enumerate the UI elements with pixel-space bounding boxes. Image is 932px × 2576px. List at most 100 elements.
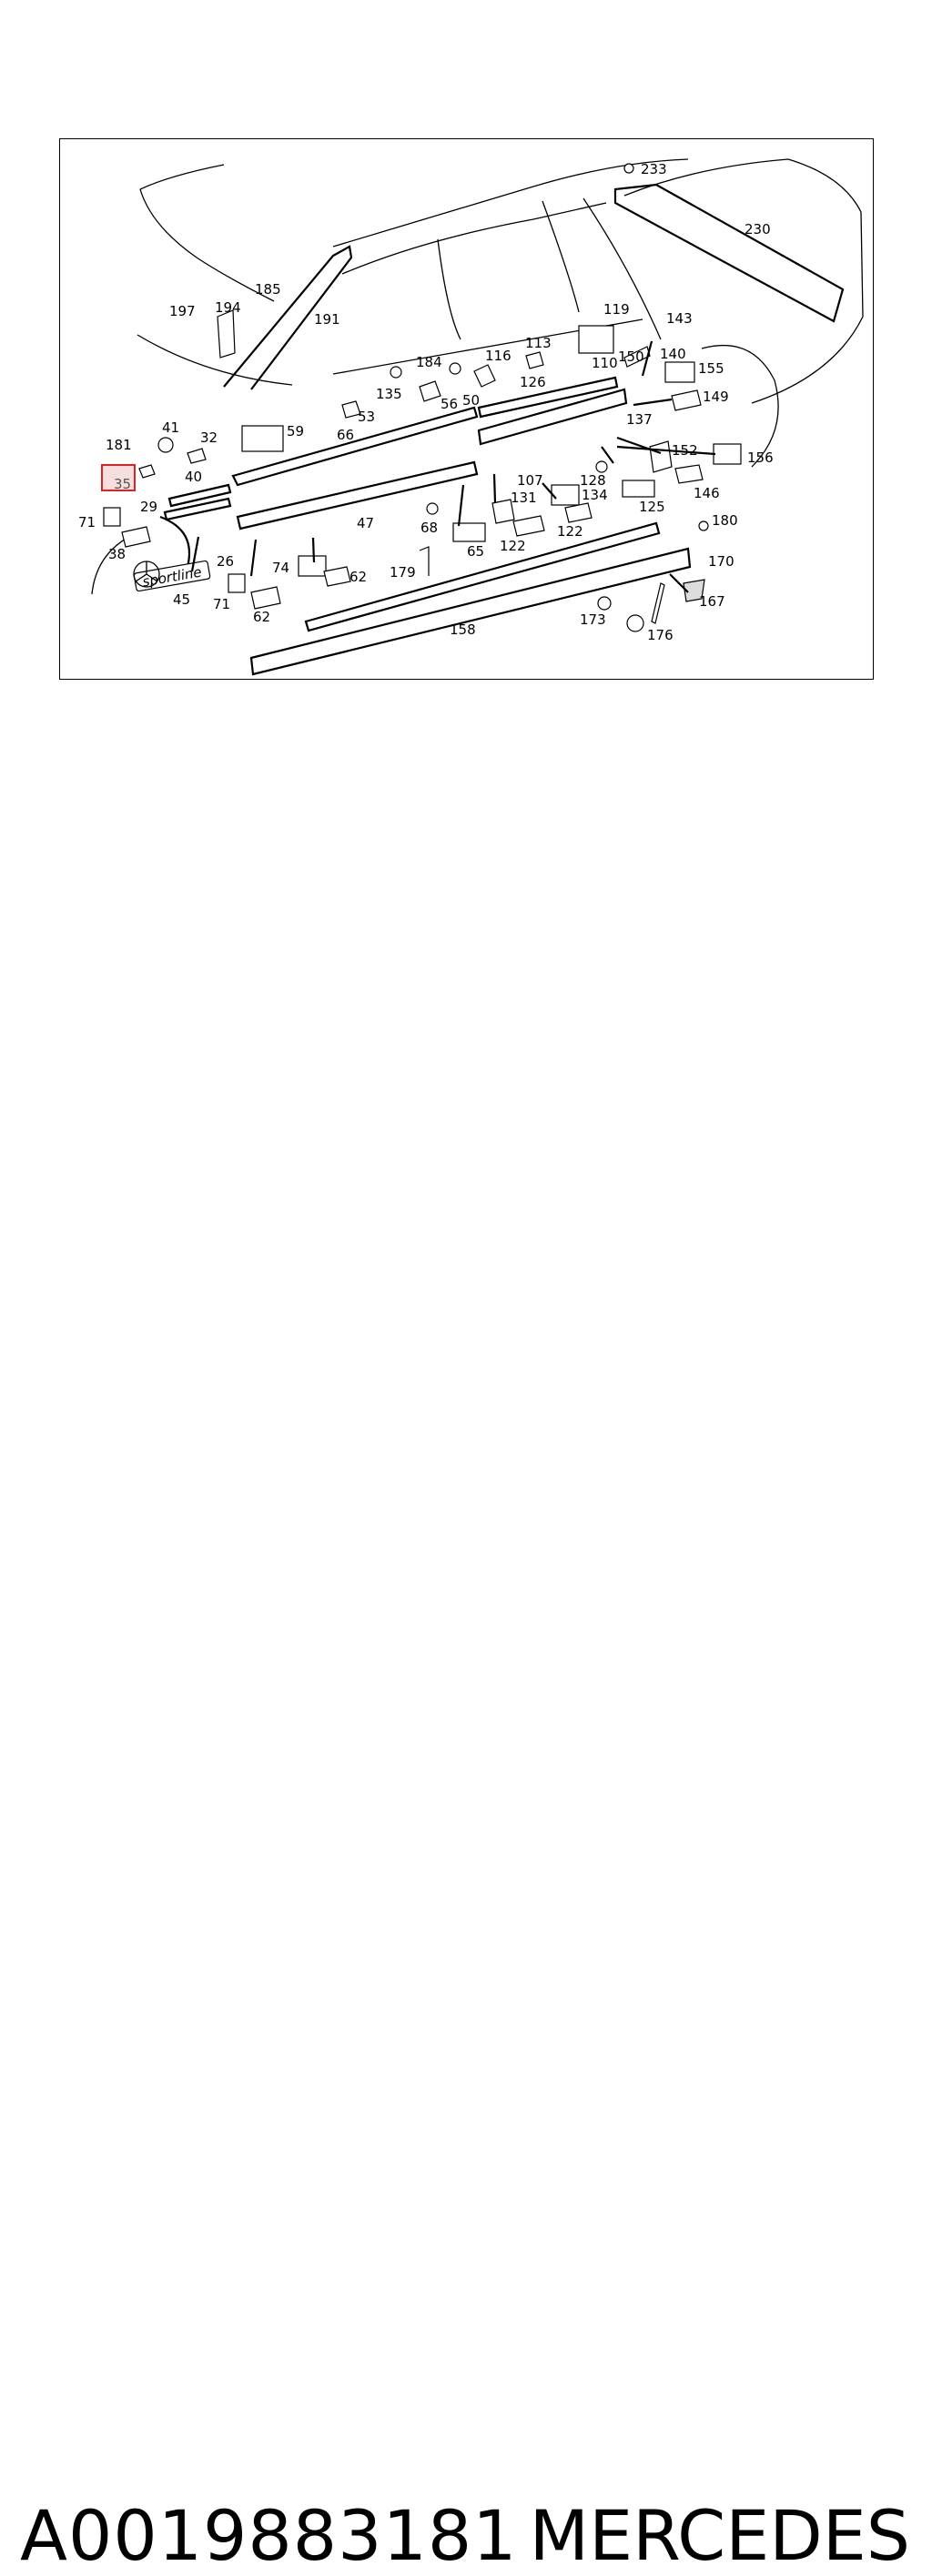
label-71b: 71 — [213, 596, 230, 612]
label-230: 230 — [745, 221, 771, 237]
fender-line — [137, 334, 293, 386]
label-71a: 71 — [78, 514, 96, 530]
brand-name: MERCEDES — [529, 2495, 910, 2576]
leader-107 — [542, 482, 557, 500]
part-74 — [298, 555, 327, 577]
label-119: 119 — [603, 301, 630, 318]
pillar-trim-185 — [223, 245, 353, 390]
part-35 — [138, 464, 156, 479]
label-116: 116 — [485, 348, 512, 364]
label-137: 137 — [626, 411, 653, 428]
part-146 — [674, 464, 704, 484]
hood-outline — [139, 164, 225, 190]
highlighted-callout-35[interactable]: 35 — [101, 464, 136, 492]
label-131: 131 — [511, 490, 537, 506]
label-122b: 122 — [557, 523, 583, 540]
molding-50 — [231, 406, 479, 487]
label-146: 146 — [694, 485, 720, 501]
rocker-panel — [249, 547, 692, 676]
part-194 — [217, 309, 236, 359]
parts-diagram: sportline 233 230 185 191 197 194 119 14… — [59, 138, 874, 680]
part-122b — [564, 502, 593, 523]
label-125: 125 — [639, 499, 665, 515]
label-128: 128 — [580, 472, 606, 489]
part-167 — [683, 579, 705, 602]
label-122a: 122 — [500, 538, 526, 554]
label-47: 47 — [357, 515, 374, 531]
label-152: 152 — [672, 442, 698, 459]
part-62b — [323, 566, 351, 587]
part-143 — [623, 346, 651, 368]
leader-74 — [311, 537, 316, 563]
label-74: 74 — [272, 560, 289, 576]
label-113: 113 — [525, 335, 552, 351]
label-66: 66 — [337, 427, 354, 443]
label-126: 126 — [520, 374, 546, 390]
part-53 — [341, 400, 361, 419]
footer: A0019883181 MERCEDES — [0, 1247, 932, 2576]
label-180: 180 — [712, 512, 738, 529]
mercedes-star-icon — [133, 561, 160, 588]
label-181: 181 — [106, 437, 132, 453]
part-number: A0019883181 — [20, 2495, 518, 2576]
label-191: 191 — [314, 311, 340, 328]
rear-outline — [623, 158, 864, 404]
leader-128 — [601, 446, 614, 464]
molding-107 — [477, 388, 628, 446]
label-107: 107 — [517, 472, 543, 489]
part-131 — [491, 499, 515, 524]
label-68: 68 — [420, 520, 438, 536]
leader-65 — [457, 484, 465, 527]
part-38 — [121, 526, 151, 548]
label-135: 135 — [376, 386, 402, 402]
label-50: 50 — [462, 392, 480, 409]
label-184: 184 — [416, 354, 442, 370]
part-233 — [623, 163, 634, 174]
rear-wheel-arch — [701, 345, 779, 468]
part-62a — [250, 586, 281, 610]
part-107 — [551, 484, 580, 506]
tailgate-trim-230 — [613, 183, 845, 323]
window-top-line — [341, 202, 607, 275]
label-150: 150 — [618, 349, 644, 365]
label-65: 65 — [467, 543, 484, 560]
part-173 — [597, 596, 612, 611]
label-179: 179 — [390, 564, 416, 581]
part-179 — [419, 546, 430, 576]
part-65 — [452, 522, 486, 542]
leader-149 — [633, 398, 673, 407]
leader-156 — [616, 445, 716, 456]
car-body-drawing: sportline — [91, 158, 864, 676]
label-32: 32 — [200, 429, 218, 446]
highlight-box — [101, 464, 136, 491]
label-26: 26 — [217, 553, 234, 570]
label-41: 41 — [162, 419, 179, 436]
label-62a: 62 — [350, 569, 367, 585]
part-59 — [241, 425, 284, 452]
part-71b — [228, 573, 246, 593]
leader-45 — [190, 536, 200, 572]
part-170 — [651, 582, 665, 624]
label-56: 56 — [441, 396, 458, 412]
part-41 — [157, 437, 174, 453]
leader-150 — [641, 340, 653, 377]
label-134: 134 — [582, 487, 608, 503]
label-45: 45 — [173, 591, 190, 608]
label-35: 35 — [114, 476, 131, 492]
callout-labels: 233 230 185 191 197 194 119 143 113 116 … — [78, 161, 774, 643]
label-158: 158 — [450, 621, 476, 638]
leader-26 — [249, 539, 258, 577]
label-197: 197 — [169, 303, 196, 319]
label-176: 176 — [647, 627, 674, 643]
part-135 — [390, 366, 402, 379]
fender-molding-26 — [159, 515, 191, 568]
label-155: 155 — [698, 360, 724, 377]
part-71a — [103, 507, 121, 527]
label-167: 167 — [699, 593, 725, 610]
part-122a — [512, 515, 545, 537]
label-29: 29 — [140, 499, 157, 515]
part-113 — [525, 351, 544, 369]
hood-line — [139, 188, 275, 302]
molding-rear-upper — [477, 376, 619, 419]
leader-167 — [669, 573, 689, 593]
